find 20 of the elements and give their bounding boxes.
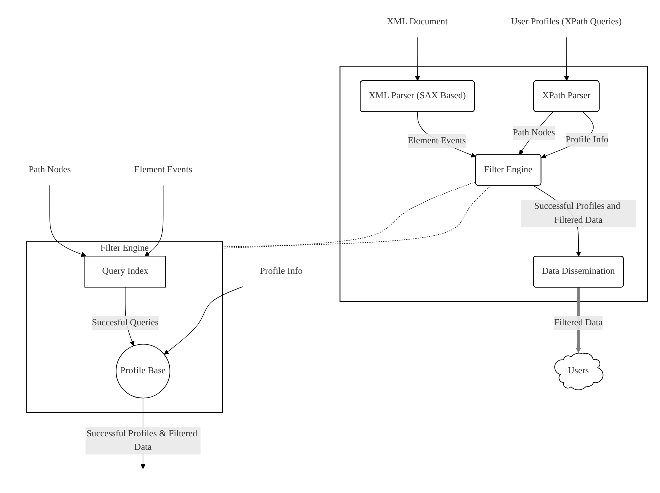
- arrow: [564, 37, 570, 82]
- node-text: User Profiles (XPath Queries): [512, 16, 622, 27]
- node-text: XML Document: [388, 16, 448, 27]
- edge-label: Succesful Queries: [92, 318, 160, 328]
- node-box: Query Index: [85, 256, 167, 288]
- edge-label: Successful Profiles & Filtered Data: [87, 428, 198, 452]
- node-text: Path Nodes: [29, 164, 72, 175]
- node-text: Profile Info: [260, 266, 304, 277]
- node-text: Element Events: [134, 164, 193, 175]
- cluster: [340, 66, 648, 302]
- arrow: [164, 286, 244, 355]
- edge-label: Path Nodes: [513, 128, 556, 138]
- edge-label: Profile Info: [566, 134, 609, 145]
- arrow: [50, 185, 87, 258]
- arrow: [416, 37, 421, 82]
- edge-label: Element Events: [408, 136, 466, 146]
- arrow: [145, 185, 164, 257]
- node-circle: Profile Base: [116, 344, 171, 399]
- edge-label: Filtered Data: [554, 318, 604, 328]
- edge-label: Successful Profiles and Filtered Data: [534, 202, 621, 226]
